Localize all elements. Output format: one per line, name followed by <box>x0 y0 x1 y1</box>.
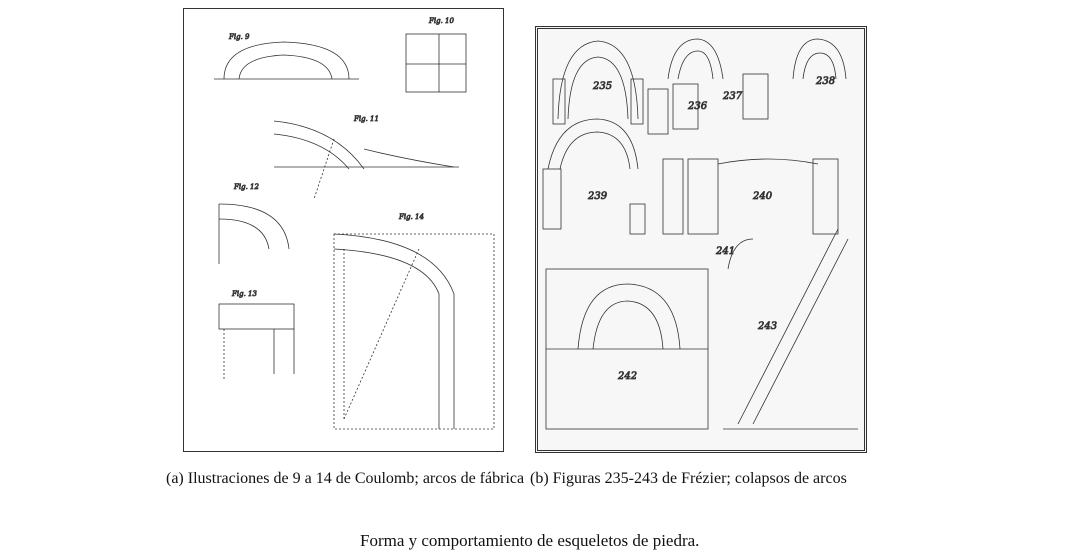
fig-label: Fig. 13 <box>231 290 257 298</box>
fig-label: Fig. 10 <box>428 17 454 25</box>
fig-label: Fig. 12 <box>233 183 259 191</box>
fig-label: Fig. 9 <box>228 33 250 41</box>
fig-label: 235 <box>592 81 612 92</box>
fig-label: 239 <box>587 191 608 202</box>
fig-label: 236 <box>687 101 708 112</box>
fig-label: 237 <box>722 91 743 102</box>
coulomb-plate: Fig. 9 Fig. 10 Fig. 11 Fig. 12 Fig. 13 F… <box>183 8 504 452</box>
fig-label: 243 <box>757 321 777 332</box>
fig-label: 241 <box>715 246 735 257</box>
page-title: Forma y comportamiento de esqueletos de … <box>360 531 700 550</box>
fig-label: Fig. 11 <box>353 115 379 123</box>
frezier-plate: 235 236 237 238 239 240 241 242 243 <box>535 26 867 453</box>
caption-a: (a) Ilustraciones de 9 a 14 de Coulomb; … <box>166 470 525 487</box>
fig-label: 240 <box>752 191 773 202</box>
fig-label: 238 <box>815 76 835 87</box>
caption-b: (b) Figuras 235-243 de Frézier; colapsos… <box>530 470 847 487</box>
fig-label: 242 <box>617 371 637 382</box>
fig-label: Fig. 14 <box>398 213 424 221</box>
